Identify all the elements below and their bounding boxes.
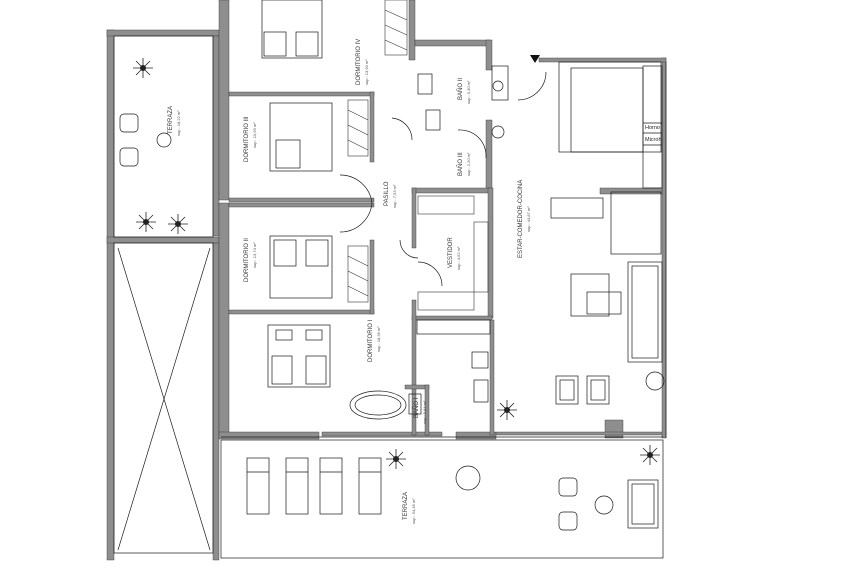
area-bano-iii: sup.: 2,20 m²: [466, 152, 471, 176]
plant-leaves: [133, 58, 660, 469]
area-estar-comedor-cocina: sup.: 44,87 m²: [526, 206, 531, 232]
label-pasillo: PASILLO: [384, 181, 390, 206]
thin-lines: [113, 0, 667, 559]
area-pasillo: sup.: 7,53 m²: [392, 184, 397, 208]
walls: [106, 0, 667, 561]
area-bano-ii: sup.: 5,30 m²: [466, 80, 471, 104]
label-bano-ii: BAÑO II: [457, 78, 464, 100]
room-labels: DORMITORIO IV sup.: 13,90 m² DORMITORIO …: [168, 39, 664, 524]
label-microondas: Microh.: [645, 137, 664, 143]
sun-loungers: [246, 457, 382, 515]
area-dormitorio-iv: sup.: 13,90 m²: [364, 59, 369, 85]
area-bano-i: sup.: 5,84 m²: [422, 400, 427, 424]
label-bano-i: BAÑO I: [413, 397, 420, 418]
label-dormitorio-ii: DORMITORIO II: [244, 238, 250, 282]
area-dormitorio-ii: sup.: 13,74 m²: [252, 242, 257, 268]
area-vestidor: sup.: 4,52 m²: [456, 246, 461, 270]
entry-arrow-icon: [530, 55, 540, 63]
label-bano-iii: BAÑO III: [457, 152, 464, 176]
label-vestidor: VESTIDOR: [448, 237, 454, 268]
label-dormitorio-iv: DORMITORIO IV: [356, 39, 362, 85]
area-terraza-left: sup.: 18,22 m²: [176, 110, 181, 136]
area-dormitorio-iii: sup.: 10,69 m²: [252, 122, 257, 148]
label-terraza-bottom: TERRAZA: [403, 492, 409, 520]
area-dormitorio-i: sup.: 18,36 m²: [376, 326, 381, 352]
wardrobes: [347, 0, 489, 311]
label-terraza-left: TERRAZA: [168, 106, 174, 134]
label-dormitorio-iii: DORMITORIO III: [244, 116, 250, 162]
terrace-chairs: [119, 113, 578, 531]
label-estar-comedor-cocina: ESTAR-COMEDOR-COCINA: [518, 180, 524, 258]
label-horno: Horno: [645, 125, 660, 131]
area-terraza-bottom: sup.: 54,45 m²: [411, 498, 416, 524]
label-dormitorio-i: DORMITORIO I: [368, 319, 374, 362]
